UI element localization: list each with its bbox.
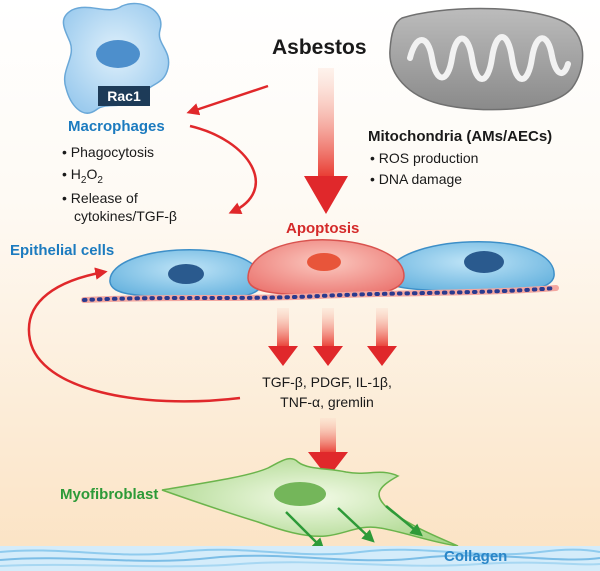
collagen-fibers (0, 546, 600, 571)
mediators-line1: TGF-β, PDGF, IL-1β, (262, 374, 392, 390)
mitochondrion (389, 7, 584, 111)
collagen-label: Collagen (444, 548, 508, 565)
macrophage-loop-arrow (189, 124, 258, 215)
basement-membrane-dots (82, 286, 558, 302)
epithelial-to-mediators-arrows (268, 308, 397, 366)
mediators-to-myofibroblast-arrowhead (308, 452, 348, 478)
macrophages-label: Macrophages (68, 118, 165, 135)
asbestos-shaft (318, 68, 334, 178)
dna-damage-item: • DNA damage (370, 171, 463, 187)
mitochondria-label: Mitochondria (AMs/AECs) (368, 128, 553, 145)
collagen-arrows (285, 505, 423, 551)
release-item: • Release of (62, 190, 138, 206)
cytokines-item: cytokines/TGF-β (74, 208, 177, 224)
asbestos-to-macrophage-arrow (186, 84, 269, 116)
ros-item: • ROS production (370, 150, 479, 166)
apoptosis-label: Apoptosis (286, 220, 360, 237)
h2o2-item: • H2O2 (62, 166, 103, 186)
apoptosis-arrowhead (304, 176, 348, 214)
phagocytosis-item: • Phagocytosis (62, 144, 155, 160)
epithelial-cell-right (385, 241, 555, 294)
mediators-line2: TNF-α, gremlin (280, 394, 374, 410)
macrophage-nucleus (96, 40, 140, 68)
mediators-to-myofibroblast-shaft (320, 418, 336, 454)
myofibroblast-label: Myofibroblast (60, 486, 159, 503)
mediators-feedback-arrow (27, 267, 241, 403)
epithelial-cells-label: Epithelial cells (10, 242, 115, 259)
asbestos-label: Asbestos (272, 36, 367, 59)
rac1-badge: Rac1 (98, 86, 150, 106)
myofibroblast-cell (161, 457, 459, 547)
